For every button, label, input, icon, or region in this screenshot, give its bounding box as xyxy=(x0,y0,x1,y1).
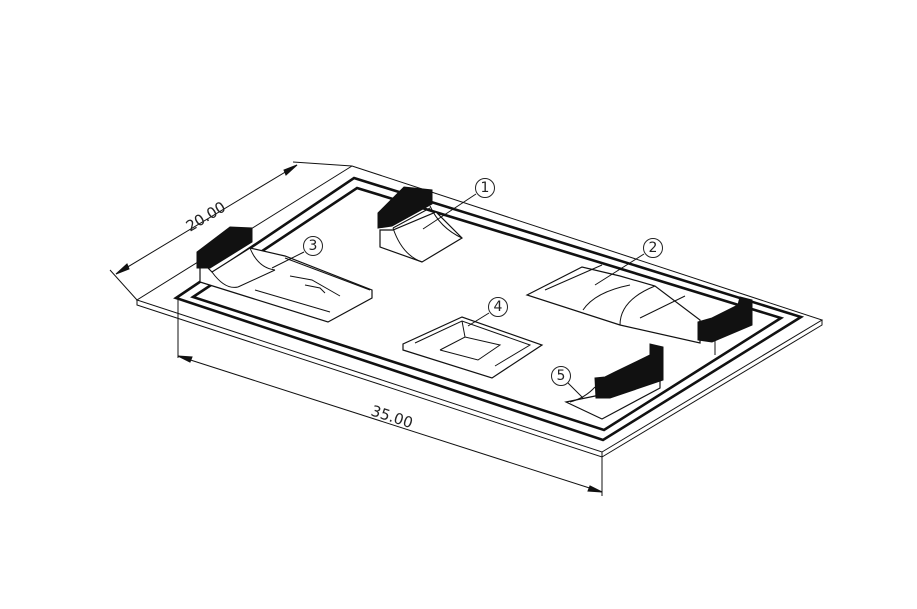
svg-text:5: 5 xyxy=(557,368,566,384)
dimension-line xyxy=(177,355,603,493)
balloon-1: 1 xyxy=(475,178,495,198)
arrow-icon xyxy=(587,485,603,493)
part-3-ramp-funbox xyxy=(196,226,373,323)
extension-line xyxy=(109,269,138,301)
part-5-quarter xyxy=(564,343,664,420)
balloon-3: 3 xyxy=(303,236,323,256)
arrow-icon xyxy=(283,164,298,176)
dimension-line xyxy=(115,164,298,275)
svg-text:2: 2 xyxy=(649,240,658,256)
arrow-icon xyxy=(115,263,130,275)
part-2-spine xyxy=(525,264,753,355)
balloon-2: 2 xyxy=(643,238,663,258)
border-inner xyxy=(190,186,785,432)
arrow-icon xyxy=(177,355,193,363)
dimension-length: 35.00 xyxy=(177,298,603,496)
balloon-5: 5 xyxy=(551,366,571,386)
balloon-4: 4 xyxy=(488,297,508,317)
leader-lines xyxy=(271,193,645,399)
dimension-width-text: 20.00 xyxy=(183,198,229,236)
part-4-pyramid xyxy=(402,316,544,379)
slab xyxy=(135,165,824,458)
svg-text:3: 3 xyxy=(309,238,318,254)
part-1-quarter-pipe xyxy=(377,186,463,263)
svg-text:1: 1 xyxy=(481,180,490,196)
svg-text:4: 4 xyxy=(494,299,503,315)
dimension-length-text: 35.00 xyxy=(369,402,415,432)
extension-line xyxy=(292,161,353,167)
slab-outline xyxy=(135,165,824,453)
